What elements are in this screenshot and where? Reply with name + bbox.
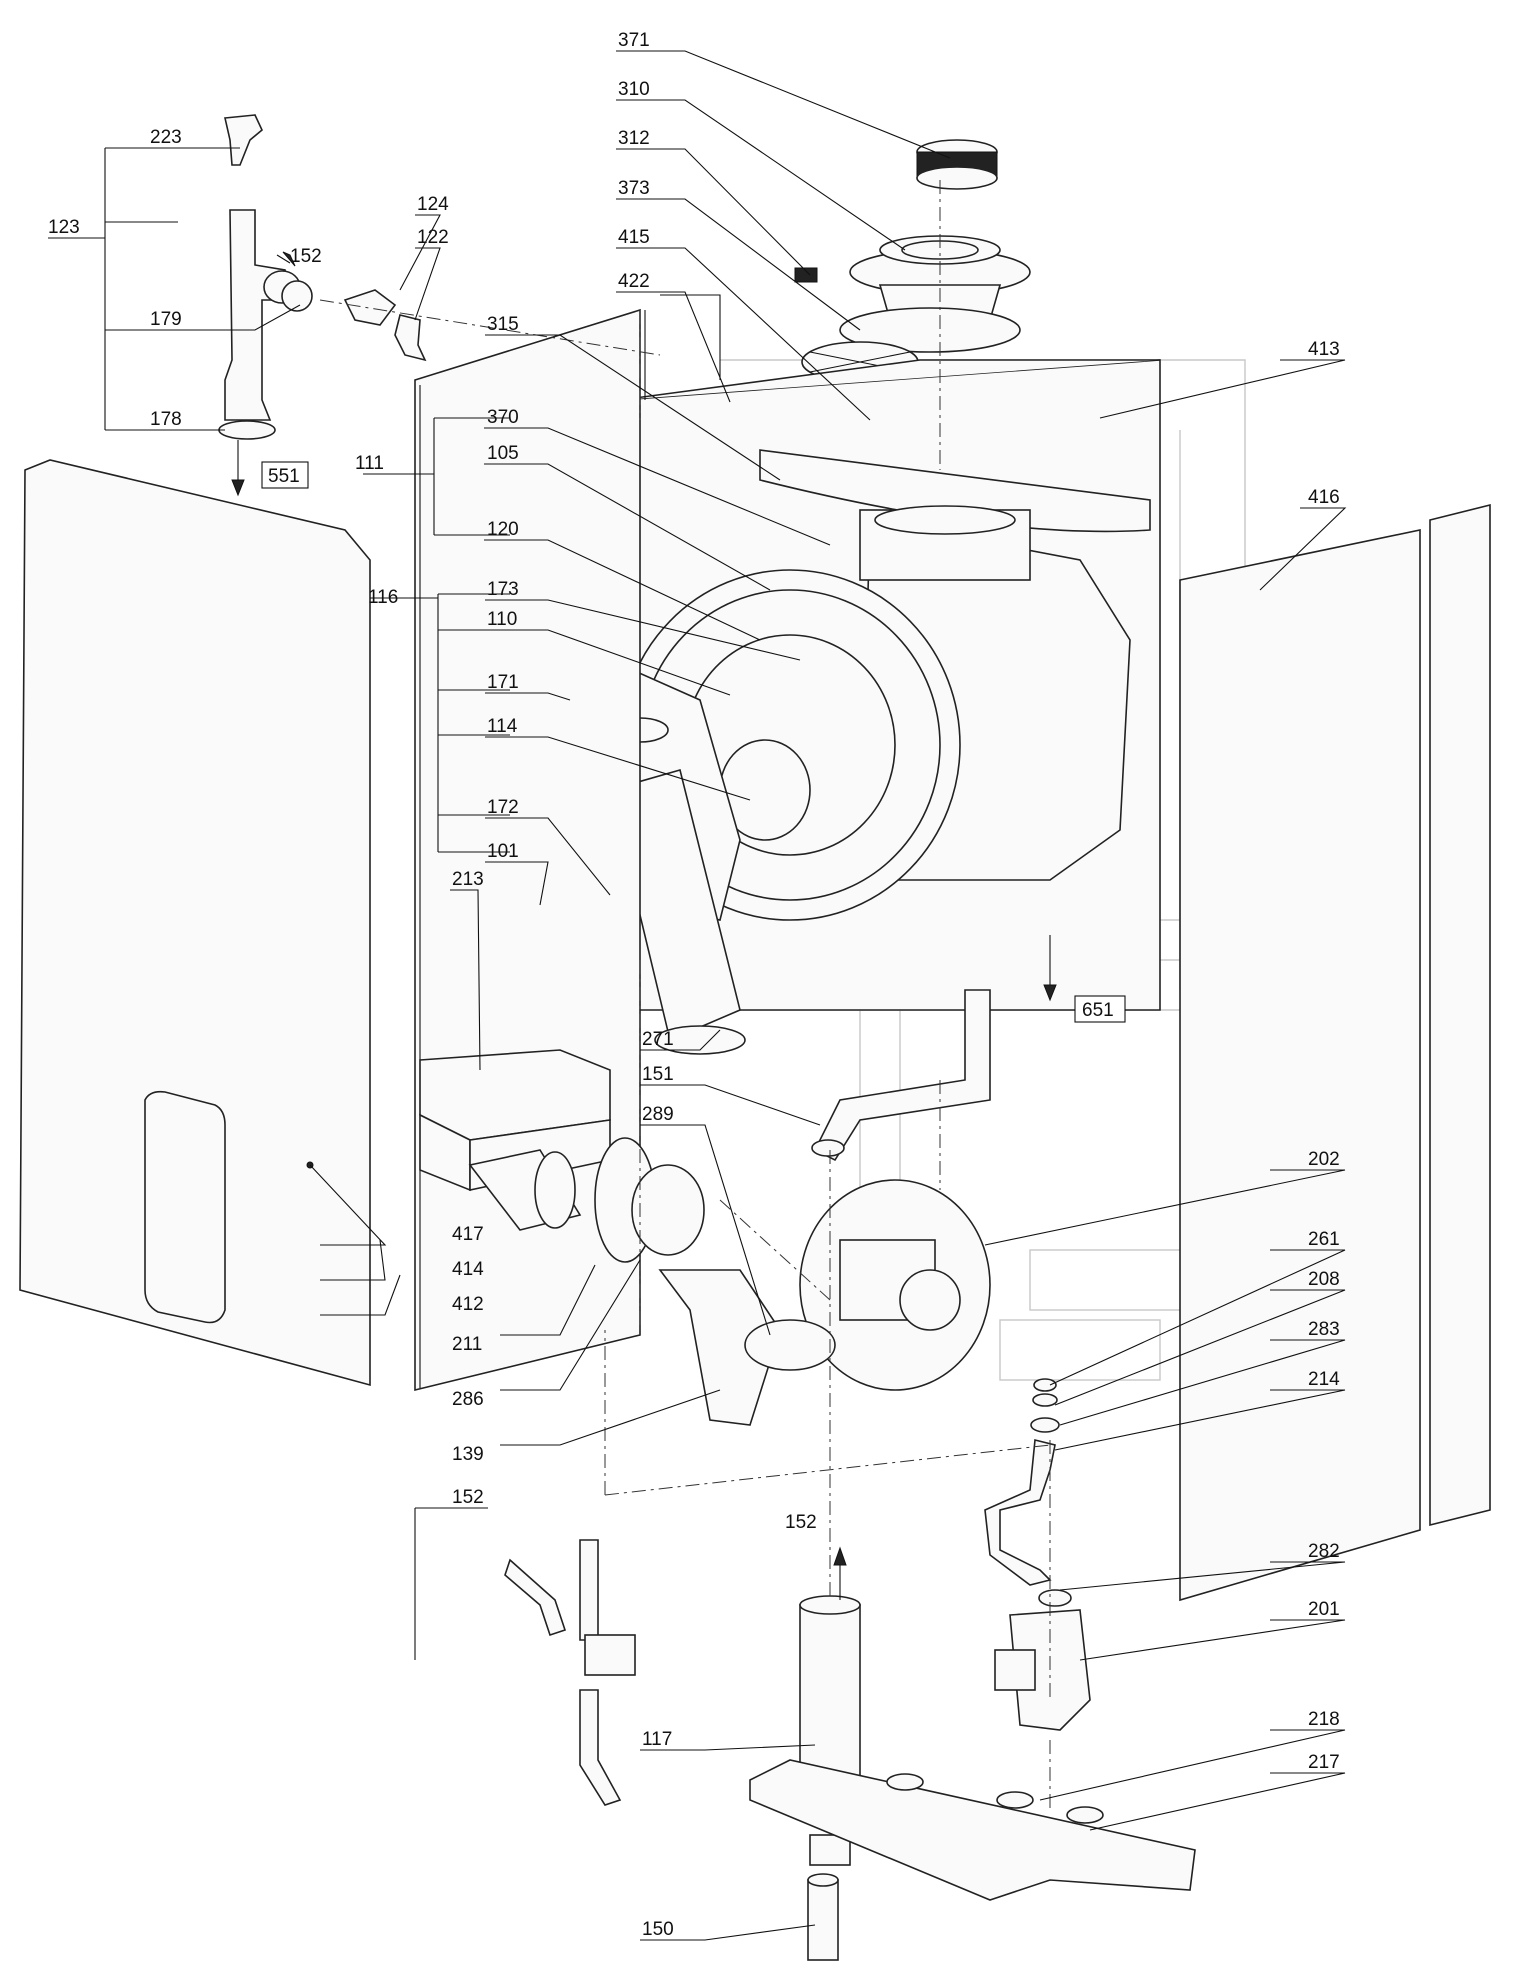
label-101: 101 <box>487 841 519 862</box>
side-panel-416 <box>1179 503 1491 1602</box>
pipe-set-261-214 <box>984 1378 1060 1586</box>
label-415: 415 <box>618 227 650 248</box>
label-105: 105 <box>487 443 519 464</box>
label-223: 223 <box>150 127 182 148</box>
label-152-center: 152 <box>785 1512 817 1533</box>
mounting-rail-218 <box>749 1759 1196 1901</box>
label-211: 211 <box>452 1334 482 1355</box>
assembly-centerlines <box>319 180 1051 1810</box>
label-178: 178 <box>150 409 182 430</box>
label-171: 171 <box>487 672 519 693</box>
flow-arrows <box>231 251 1057 1600</box>
label-114: 114 <box>487 716 518 737</box>
manifold-179 <box>218 209 313 440</box>
part-labels: 371 310 312 373 415 422 413 416 315 370 … <box>48 30 1340 1940</box>
label-283: 283 <box>1308 1319 1340 1340</box>
pipe-150 <box>807 1873 839 1961</box>
flue-cap-371 <box>916 139 998 190</box>
label-286: 286 <box>452 1389 484 1410</box>
label-120: 120 <box>487 519 519 540</box>
label-208: 208 <box>1308 1269 1340 1290</box>
pipe-assembly-152 <box>504 1539 636 1806</box>
label-312: 312 <box>618 128 650 149</box>
group-brackets <box>48 147 510 1660</box>
clip-124-122 <box>343 289 427 362</box>
label-123: 123 <box>48 217 80 238</box>
label-172: 172 <box>487 797 519 818</box>
label-310: 310 <box>618 79 650 100</box>
label-124: 124 <box>417 194 449 215</box>
label-box-651 <box>1074 995 1126 1023</box>
gasket-373 <box>839 307 1021 353</box>
label-315: 315 <box>487 314 519 335</box>
label-179: 179 <box>150 309 182 330</box>
label-289: 289 <box>642 1104 674 1125</box>
gas-valve-bracket-139 <box>658 1269 781 1426</box>
label-217: 217 <box>1308 1752 1340 1773</box>
label-373: 373 <box>618 178 650 199</box>
label-116: 116 <box>368 587 398 608</box>
label-202: 202 <box>1308 1149 1340 1170</box>
label-414: 414 <box>452 1259 484 1280</box>
label-417: 417 <box>452 1224 484 1245</box>
label-370: 370 <box>487 407 519 428</box>
label-201: 201 <box>1308 1599 1340 1620</box>
label-box-551 <box>261 461 309 489</box>
label-371: 371 <box>618 30 650 51</box>
air-duct-271 <box>609 769 746 1055</box>
label-551: 551 <box>268 466 300 487</box>
label-271: 271 <box>642 1029 674 1050</box>
label-218: 218 <box>1308 1709 1340 1730</box>
flue-clip-312 <box>794 267 818 283</box>
label-173: 173 <box>487 579 519 600</box>
sensor-223 <box>224 114 263 166</box>
label-122: 122 <box>417 227 449 248</box>
label-422: 422 <box>618 271 650 292</box>
label-151: 151 <box>642 1064 674 1085</box>
label-110: 110 <box>487 609 517 630</box>
label-261: 261 <box>1308 1229 1340 1250</box>
leader-lines <box>178 50 1347 1941</box>
valve-201 <box>994 1589 1091 1731</box>
label-651: 651 <box>1082 1000 1114 1021</box>
label-152-left: 152 <box>452 1487 484 1508</box>
label-139: 139 <box>452 1444 484 1465</box>
label-213: 213 <box>452 869 484 890</box>
label-117: 117 <box>642 1729 672 1750</box>
air-inlet-211 <box>468 1149 582 1231</box>
label-152-top: 152 <box>290 246 322 267</box>
venturi-286 <box>594 1137 705 1263</box>
front-panel-417 <box>19 459 371 1387</box>
label-413: 413 <box>1308 339 1340 360</box>
label-412: 412 <box>452 1294 484 1315</box>
label-150: 150 <box>642 1919 674 1940</box>
label-111: 111 <box>355 453 384 474</box>
label-214: 214 <box>1308 1369 1340 1390</box>
fan-202 <box>744 1179 991 1391</box>
label-282: 282 <box>1308 1541 1340 1562</box>
label-416: 416 <box>1308 487 1340 508</box>
pipe-151 <box>811 989 991 1162</box>
